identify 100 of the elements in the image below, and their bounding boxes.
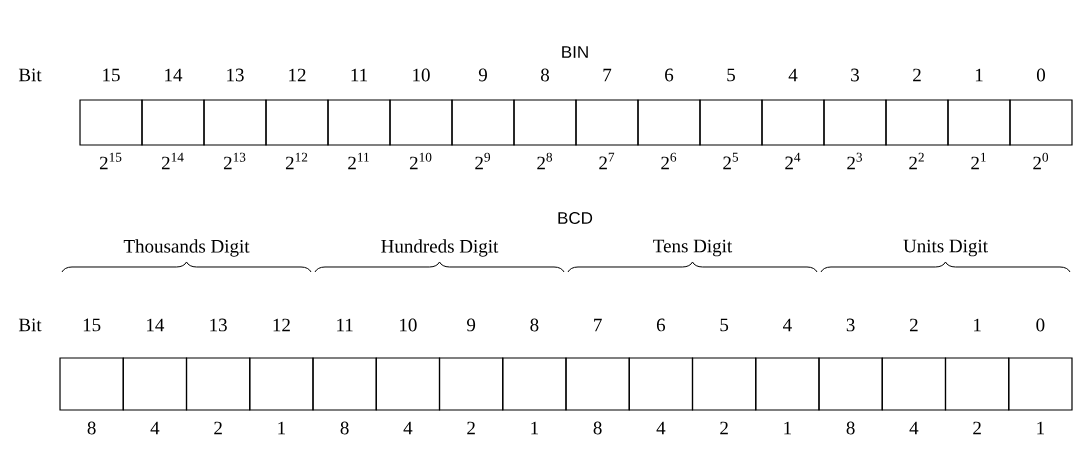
bit-weight: 4 — [656, 421, 666, 435]
bit-number: 6 — [665, 68, 674, 82]
bit-weight: 1 — [784, 421, 791, 435]
register-title: BIN — [562, 46, 588, 58]
register-cell — [203, 99, 267, 146]
register-cell — [691, 357, 757, 411]
bit-weight: 4 — [909, 421, 919, 435]
register-cell — [565, 357, 630, 411]
register-cell — [122, 357, 188, 411]
bit-number: 1 — [974, 318, 981, 332]
register-cell — [881, 357, 947, 411]
register-cell — [265, 99, 329, 146]
register-cell — [818, 357, 883, 411]
bit-number: 13 — [227, 68, 244, 82]
bit-weight: 1 — [1037, 421, 1044, 435]
bit-number: 12 — [289, 68, 306, 82]
bit-weight: 2$^{4}$ — [785, 152, 801, 170]
bit-weight: 2$^{6}$ — [661, 152, 677, 170]
bit-number: 12 — [273, 318, 290, 332]
bit-number: 3 — [846, 318, 855, 332]
register-cell — [451, 99, 515, 146]
bit-number: 15 — [103, 68, 120, 82]
bit-weight: 2$^{0}$ — [1033, 152, 1049, 170]
register-cell — [628, 357, 694, 411]
register-cell — [185, 357, 251, 411]
bit-weight: 8 — [340, 421, 349, 435]
bit-weight: 2$^{7}$ — [599, 152, 615, 170]
bit-number: 1 — [975, 68, 983, 82]
row-label: Bit — [18, 318, 42, 332]
register-cell — [389, 99, 453, 146]
register-cell — [327, 99, 391, 146]
digit-group-heading: Units Digit — [903, 239, 988, 257]
bit-weight: 8 — [87, 421, 96, 435]
row-label: Bit — [18, 68, 42, 82]
bit-number: 9 — [467, 318, 476, 332]
bit-number: 13 — [210, 318, 227, 332]
bit-number: 14 — [165, 68, 183, 82]
bit-weight: 2$^{13}$ — [223, 152, 246, 170]
bit-weight: 2 — [214, 421, 222, 435]
register-cell — [1008, 357, 1073, 411]
bit-number: 3 — [851, 68, 859, 82]
bit-number: 5 — [720, 318, 729, 332]
bit-weight: 2$^{5}$ — [723, 152, 739, 170]
register-cell — [699, 99, 763, 146]
register-cell — [947, 99, 1011, 146]
bit-weight: 2$^{1}$ — [971, 152, 986, 170]
register-cell — [761, 99, 825, 146]
bit-weight: 2$^{12}$ — [285, 152, 308, 170]
register-cell — [79, 99, 143, 146]
bit-number: 14 — [147, 318, 165, 332]
digit-group-heading: Hundreds Digit — [381, 239, 499, 257]
bit-number: 4 — [788, 68, 798, 82]
bit-weight: 2 — [973, 421, 981, 435]
register-cell — [249, 357, 314, 411]
bit-number: 2 — [910, 318, 918, 332]
register-cell — [575, 99, 639, 146]
register-cell — [502, 357, 567, 411]
bit-number: 10 — [413, 68, 430, 82]
bit-number: 5 — [727, 68, 735, 82]
bit-weight: 1 — [531, 421, 538, 435]
bit-weight: 2$^{10}$ — [409, 152, 432, 170]
register-cell — [375, 357, 441, 411]
register-cell — [637, 99, 701, 146]
bit-number: 8 — [541, 68, 550, 82]
bit-number: 7 — [603, 68, 612, 82]
bit-weight: 2$^{8}$ — [537, 152, 553, 170]
register-cell — [944, 357, 1010, 411]
bit-number: 15 — [83, 318, 101, 332]
digit-group-heading: Thousands Digit — [123, 239, 250, 257]
bit-weight: 8 — [593, 421, 602, 435]
register-cell — [59, 357, 124, 411]
bit-weight: 4 — [150, 421, 160, 435]
bit-number: 10 — [400, 318, 417, 332]
bit-number: 0 — [1036, 68, 1046, 82]
register-cell — [755, 357, 820, 411]
bit-number: 11 — [337, 318, 353, 332]
bit-number: 4 — [783, 318, 792, 332]
bit-number: 0 — [1036, 318, 1045, 332]
register-cell — [438, 357, 504, 411]
bit-weight: 2$^{9}$ — [475, 152, 491, 170]
register-cell — [513, 99, 577, 146]
bit-number: 7 — [594, 318, 602, 332]
register-title: BCD — [558, 212, 593, 224]
bit-number: 2 — [913, 68, 921, 82]
bit-number: 8 — [530, 318, 539, 332]
register-cell — [823, 99, 887, 146]
digit-group-heading: Tens Digit — [653, 239, 733, 257]
register-cell — [1009, 99, 1073, 146]
bit-weight: 2$^{14}$ — [161, 152, 184, 170]
bit-weight: 8 — [846, 421, 855, 435]
bit-weight: 2$^{15}$ — [99, 152, 122, 170]
register-cell — [141, 99, 205, 146]
register-cell — [885, 99, 949, 146]
bit-weight: 2 — [720, 421, 728, 435]
bit-number: 11 — [351, 68, 368, 82]
bit-number: 9 — [478, 68, 487, 82]
bit-weight: 2$^{2}$ — [909, 152, 924, 170]
bit-weight: 2$^{11}$ — [348, 152, 369, 170]
bit-weight: 4 — [403, 421, 413, 435]
bit-number: 6 — [656, 318, 666, 332]
